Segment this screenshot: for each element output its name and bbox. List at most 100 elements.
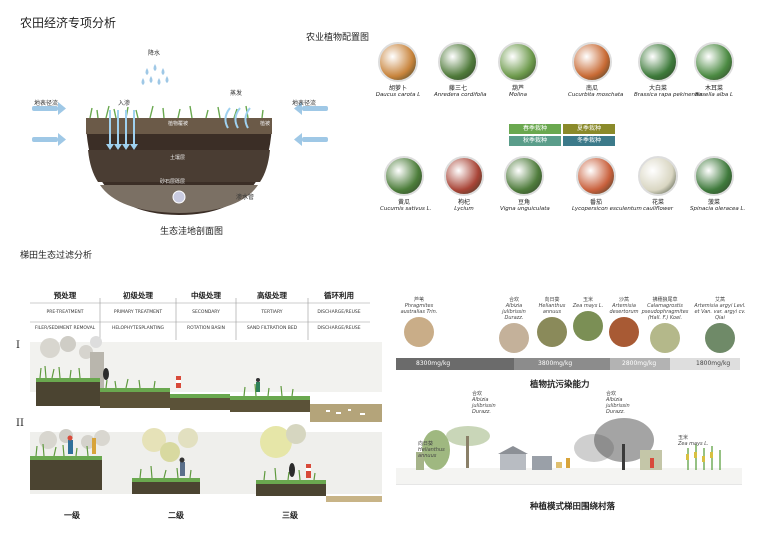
resistance-plant-photo [609, 317, 639, 347]
runoff-arrows-icon [32, 102, 328, 146]
plant-photo [638, 42, 678, 82]
plant-photo [694, 42, 734, 82]
drain-pipe-label: 渗水管 [236, 194, 255, 201]
plant-item: 胡萝卜 Daucus carota L [374, 42, 422, 99]
plant-photo [576, 156, 616, 196]
plant-cn-label: 胡萝卜 [388, 85, 407, 92]
plant-photo [444, 156, 484, 196]
village-label-cn: 合欢 [606, 391, 617, 397]
plant-latin-label: Lycopersicon esculentum [572, 206, 642, 212]
plant-item: 木耳菜 Basella alba L [690, 42, 738, 99]
stage-primary: 初级处理 [123, 291, 153, 300]
gravel-layer-label: 砂石层砾层 [160, 179, 186, 185]
season-legend: 春季栽种 夏季栽种 秋季栽种 冬季栽种 [509, 124, 617, 146]
stage-pretreatment: 预处理 [53, 291, 77, 300]
resistance-plant: 玉米 Zea mays L. [568, 296, 608, 343]
resistance-plant-photo [404, 317, 434, 347]
plant-cn-label: 菠菜 [707, 199, 720, 206]
runoff-right-label: 地表径流 [292, 100, 317, 107]
village-label-hehuan-left: 合欢 Albizia julibrissin Durazz. [472, 390, 512, 415]
legend-spring: 春季栽种 [509, 124, 561, 134]
plant-photo [638, 156, 678, 196]
plant-latin-label: Molina [508, 92, 528, 98]
resistance-plant: 沙蒿 Artemisia desertorum [604, 296, 644, 349]
resistance-plant: 艾蒿 Artemisia argyi Levl. et Van. var. ar… [694, 296, 746, 355]
stage-sub: ROTATION BASIN [187, 326, 225, 331]
plant-item: 南瓜 Cucurbita moschata [568, 42, 624, 99]
plant-latin-label: Anredera cordifolia [434, 92, 487, 98]
level-1-label: 一级 [64, 511, 80, 520]
village-label-cn: 合欢 [472, 391, 483, 397]
plant-latin-label: Basella alba L [694, 92, 734, 98]
stage-en: PRE-TREATMENT [46, 310, 84, 315]
plant-item: 番茄 Lycopersicon esculentum [572, 156, 642, 213]
scale-label: 1800mg/kg [696, 360, 731, 367]
village-label-cn: 向日葵 [418, 441, 434, 447]
rain-drops-icon [141, 64, 169, 85]
village-title: 种植模式梯田围绕村落 [530, 502, 616, 512]
plant-photo [438, 42, 478, 82]
stage-en: DISCHARGE/REUSE [317, 310, 361, 315]
wetland-section-title: 生态洼地剖面图 [160, 227, 224, 237]
resistance-plant-cn: 沙蒿 [618, 297, 629, 303]
village-label-latin: Zea mays L. [678, 441, 709, 447]
plant-item: 枸杞 Lycium [440, 156, 488, 213]
plant-item: 豆角 Vigna unguiculata [500, 156, 550, 213]
resistance-title: 植物抗污染能力 [530, 380, 590, 390]
village-label-latin: Albizia julibrissin Durazz. [606, 397, 630, 415]
resistance-plant-latin: Calamagrostis pseudophragmites (Hall. F.… [641, 303, 689, 321]
scale-segment [396, 358, 514, 370]
plant-latin-label: Vigna unguiculata [500, 206, 550, 212]
village-label-hehuan-right: 合欢 Albizia julibrissin Durazz. [606, 390, 646, 415]
resistance-plant-latin: Artemisia desertorum [609, 303, 639, 315]
plant-item: 藤三七 Anredera cordifolia [434, 42, 487, 99]
resistance-plant-latin: Zea mays L. [572, 303, 604, 309]
resistance-plant: 拂穗狼尾草 Calamagrostis pseudophragmites (Ha… [640, 296, 690, 355]
village-label-latin: Albizia julibrissin Durazz. [472, 397, 496, 415]
resistance-plant-latin: Artemisia argyi Levl. et Van. var. argyi… [694, 303, 746, 321]
stage-en: TERTIARY [261, 310, 283, 315]
resistance-plant-latin: Helianthus annuus [538, 303, 566, 315]
village-label-corn: 玉米 Zea mays L. [678, 434, 718, 447]
resistance-scale-bar: 8300mg/kg 3800mg/kg 2800mg/kg 1800mg/kg [396, 358, 740, 370]
resistance-plant-latin: Albizia julibrissin Durazz. [502, 303, 526, 321]
stage-en: SECONDARY [192, 310, 220, 315]
plant-latin-label: Brassica rapa pekinensis [634, 92, 703, 98]
scale-label: 3800mg/kg [538, 360, 573, 367]
stage-header: 预处理 初级处理 中级处理 高级处理 循环利用 PRE-TREATMENT PR… [30, 284, 370, 340]
scale-label: 2800mg/kg [622, 360, 657, 367]
village-illustration: 合欢 Albizia julibrissin Durazz. 向日葵 Helia… [396, 390, 742, 492]
evaporation-label: 蒸发 [230, 90, 243, 97]
plant-item: 花菜 cauliflower [634, 156, 682, 213]
stage-reuse: 循环利用 [324, 291, 354, 300]
row-label-1: I [16, 340, 20, 351]
plant-cn-label: 黄瓜 [397, 199, 410, 206]
resistance-plant-cn: 拂穗狼尾草 [652, 297, 678, 303]
legend-winter: 冬季栽种 [563, 136, 615, 146]
stage-sub: SAND FILTRATION BED [246, 326, 298, 331]
plants-bottom-row: 黄瓜 Cucumis sativus L. 枸杞 Lycium 豆角 Vigna… [372, 156, 752, 228]
soil-layer-label: 土壤层 [170, 155, 186, 161]
terrace-row-2-svg [30, 424, 382, 502]
stage-header-lines [30, 298, 370, 340]
topsoil-label: 植被 [260, 121, 271, 127]
plant-photo [498, 42, 538, 82]
plant-latin-label: Spinacia oleracea L. [690, 206, 746, 212]
wetland-section-diagram: 降水 地表径流 地表径流 入渗 蒸发 植物覆被 植被 土壤层 砂石层砾层 渗水管 [20, 40, 340, 230]
resistance-plant-cn: 艾蒿 [714, 297, 725, 303]
vegetation-layer-label: 植物覆被 [168, 121, 189, 127]
rain-label: 降水 [148, 50, 161, 57]
stage-secondary: 中级处理 [191, 291, 221, 300]
plant-latin-label: Cucurbita moschata [568, 92, 624, 98]
plant-cn-label: 南瓜 [585, 85, 598, 92]
legend-summer: 夏季栽种 [563, 124, 615, 134]
resistance-panel: 芦苇 Phragmites australias Trin. 合欢 Albizi… [390, 292, 750, 382]
terrace-row-1-svg [30, 336, 382, 422]
resistance-plant-cn: 芦苇 [413, 297, 424, 303]
stage-sub: DISCHARGE/REUSE [317, 326, 361, 331]
plant-photo [694, 156, 734, 196]
plant-config-title: 农业植物配置图 [306, 33, 370, 43]
plant-photo [572, 42, 612, 82]
wetland-section-svg [32, 64, 328, 215]
legend-autumn: 秋季栽种 [509, 136, 561, 146]
